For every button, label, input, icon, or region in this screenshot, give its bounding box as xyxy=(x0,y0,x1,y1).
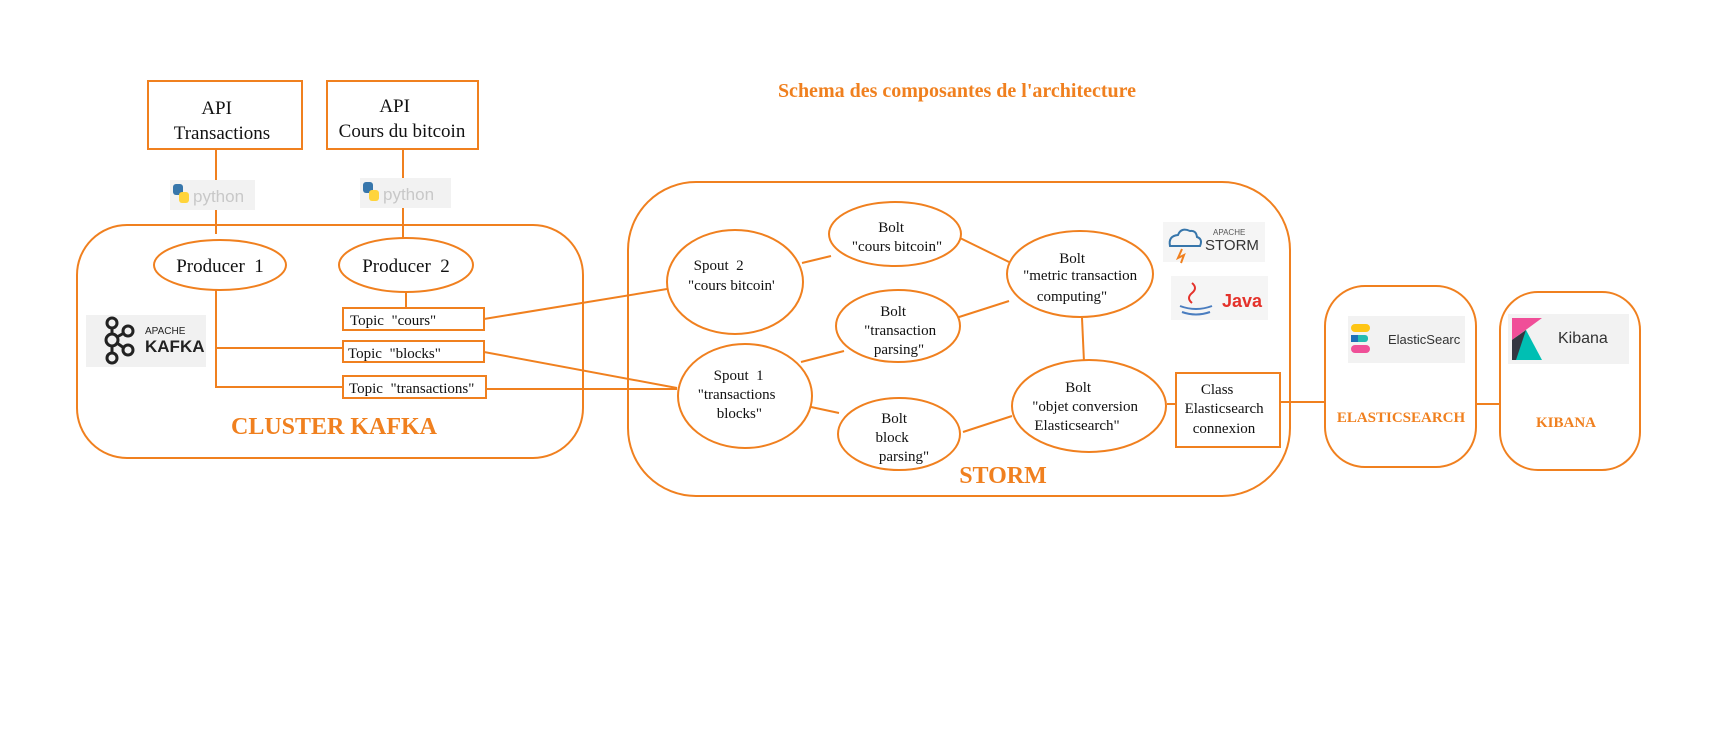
topic-cours-label: Topic "cours" xyxy=(350,313,436,329)
storm-container xyxy=(627,181,1291,497)
bolt-block-parsing-node xyxy=(837,397,961,471)
java-logo: Java xyxy=(1171,276,1268,320)
bolt-objet-conversion-label-2: "objet conversion xyxy=(1032,399,1138,415)
spout-2-label-1: Spout 2 xyxy=(694,258,744,274)
storm-logo-small: APACHE xyxy=(1213,228,1245,237)
storm-logo-big: STORM xyxy=(1205,237,1259,254)
spout-2-label-2: "cours bitcoin' xyxy=(688,278,775,294)
bolt-objet-conversion-label-3: Elasticsearch" xyxy=(1034,418,1119,434)
bolt-block-parsing-label-1: Bolt xyxy=(881,411,908,427)
bolt-metric-computing-label-1: Bolt xyxy=(1059,251,1086,267)
svg-text:Bolt block parsing": Bolt block parsing" xyxy=(875,411,929,465)
spout-2-node xyxy=(666,229,804,335)
kafka-cluster-label: CLUSTER KAFKA xyxy=(231,414,438,440)
bolt-cours-bitcoin-label-2: "cours bitcoin" xyxy=(852,239,942,255)
bolt-transaction-parsing-label-2: "transaction xyxy=(864,323,936,339)
svg-text:Bolt "cours bitcoin": Bolt "cours bitcoin" xyxy=(852,220,942,255)
elasticsearch-label: ELASTICSEARCH xyxy=(1337,410,1466,426)
diagram-title: Schema des composantes de l'architecture xyxy=(778,80,1136,102)
spout-1-label-2: "transactions xyxy=(698,387,776,403)
bolt-block-parsing-label-2: block xyxy=(875,430,909,446)
svg-text:API Transactions: API Transactions xyxy=(174,98,270,144)
kibana-container xyxy=(1499,291,1641,471)
bolt-objet-conversion-node xyxy=(1011,359,1167,453)
bolt-objet-conversion-label-1: Bolt xyxy=(1065,380,1092,396)
python-logo-2: python xyxy=(360,178,451,208)
python-logo-2-text: python xyxy=(383,185,434,204)
kafka-logo-big: KAFKA xyxy=(145,337,205,356)
python-logo-1: python xyxy=(170,180,255,210)
bolt-transaction-parsing-label-3: parsing" xyxy=(874,342,924,358)
elasticsearch-logo: ElasticSearc xyxy=(1348,316,1465,363)
api-transactions-label-1: API xyxy=(201,98,232,119)
producer-2-label: Producer 2 xyxy=(362,256,450,277)
svg-text:Bolt "objet conversion: Bolt "objet conversion Elasticsearch" xyxy=(1032,380,1141,434)
spout-1-label-1: Spout 1 xyxy=(714,368,764,384)
topic-transactions-label: Topic "transactions" xyxy=(349,381,474,397)
spout-1-label-3: blocks" xyxy=(717,406,762,422)
bolt-block-parsing-label-3: parsing" xyxy=(879,449,929,465)
topic-blocks-box xyxy=(342,340,485,363)
kibana-label: KIBANA xyxy=(1536,415,1596,431)
elasticsearch-container xyxy=(1324,285,1477,468)
storm-label: STORM xyxy=(959,463,1047,489)
class-box-label-3: connexion xyxy=(1193,421,1256,437)
class-box-label-1: Class xyxy=(1201,382,1234,398)
python-logo-1-text: python xyxy=(193,187,244,206)
kafka-cluster-container xyxy=(76,224,584,459)
topic-blocks-label: Topic "blocks" xyxy=(348,346,441,362)
bolt-transaction-parsing-node xyxy=(835,289,961,363)
svg-text:Spout 1 "transactions: Spout 1 "transactions blocks" xyxy=(0,0,794,422)
bolt-cours-bitcoin-label-1: Bolt xyxy=(878,220,905,236)
bolt-metric-computing-label-2: "metric transaction xyxy=(1023,268,1137,284)
kibana-logo: Kibana xyxy=(1508,314,1629,364)
svg-text:Bolt "transaction pars: Bolt "transaction parsing" xyxy=(864,304,940,358)
class-elasticsearch-connexion-box xyxy=(1175,372,1281,448)
kibana-logo-text: Kibana xyxy=(1558,330,1608,347)
bolt-transaction-parsing-label-1: Bolt xyxy=(880,304,907,320)
bolt-metric-computing-label-3: computing" xyxy=(1037,289,1107,305)
topic-transactions-box xyxy=(342,375,487,399)
svg-text:Spout 2 "cours bitcoin': Spout 2 "cours bitcoin' xyxy=(0,0,786,294)
elasticsearch-logo-text: ElasticSearc xyxy=(1388,332,1461,347)
api-transactions-label-2: Transactions xyxy=(174,123,270,144)
svg-text:Class Elasticsearch co: Class Elasticsearch connexion xyxy=(1185,382,1268,437)
apache-storm-logo: APACHE STORM xyxy=(1163,222,1265,264)
spout-1-node xyxy=(677,343,813,449)
api-cours-label-1: API xyxy=(379,96,410,117)
class-box-label-2: Elasticsearch xyxy=(1185,401,1265,417)
producer-1-node xyxy=(153,239,287,291)
svg-text:Bolt "metric transaction: Bolt "metric transaction computing" xyxy=(1023,251,1141,305)
svg-text:API Cours du bitcoin: API Cours du bitcoin xyxy=(339,96,466,142)
api-cours-label-2: Cours du bitcoin xyxy=(339,121,466,142)
kafka-logo: APACHE KAFKA xyxy=(86,315,206,367)
producer-1-label: Producer 1 xyxy=(176,256,264,277)
bolt-metric-computing-node xyxy=(1006,230,1154,318)
api-cours-box xyxy=(326,80,479,150)
java-logo-text: Java xyxy=(1222,291,1263,311)
bolt-cours-bitcoin-node xyxy=(828,201,962,267)
kafka-logo-small: APACHE xyxy=(145,326,186,337)
api-transactions-box xyxy=(147,80,303,150)
